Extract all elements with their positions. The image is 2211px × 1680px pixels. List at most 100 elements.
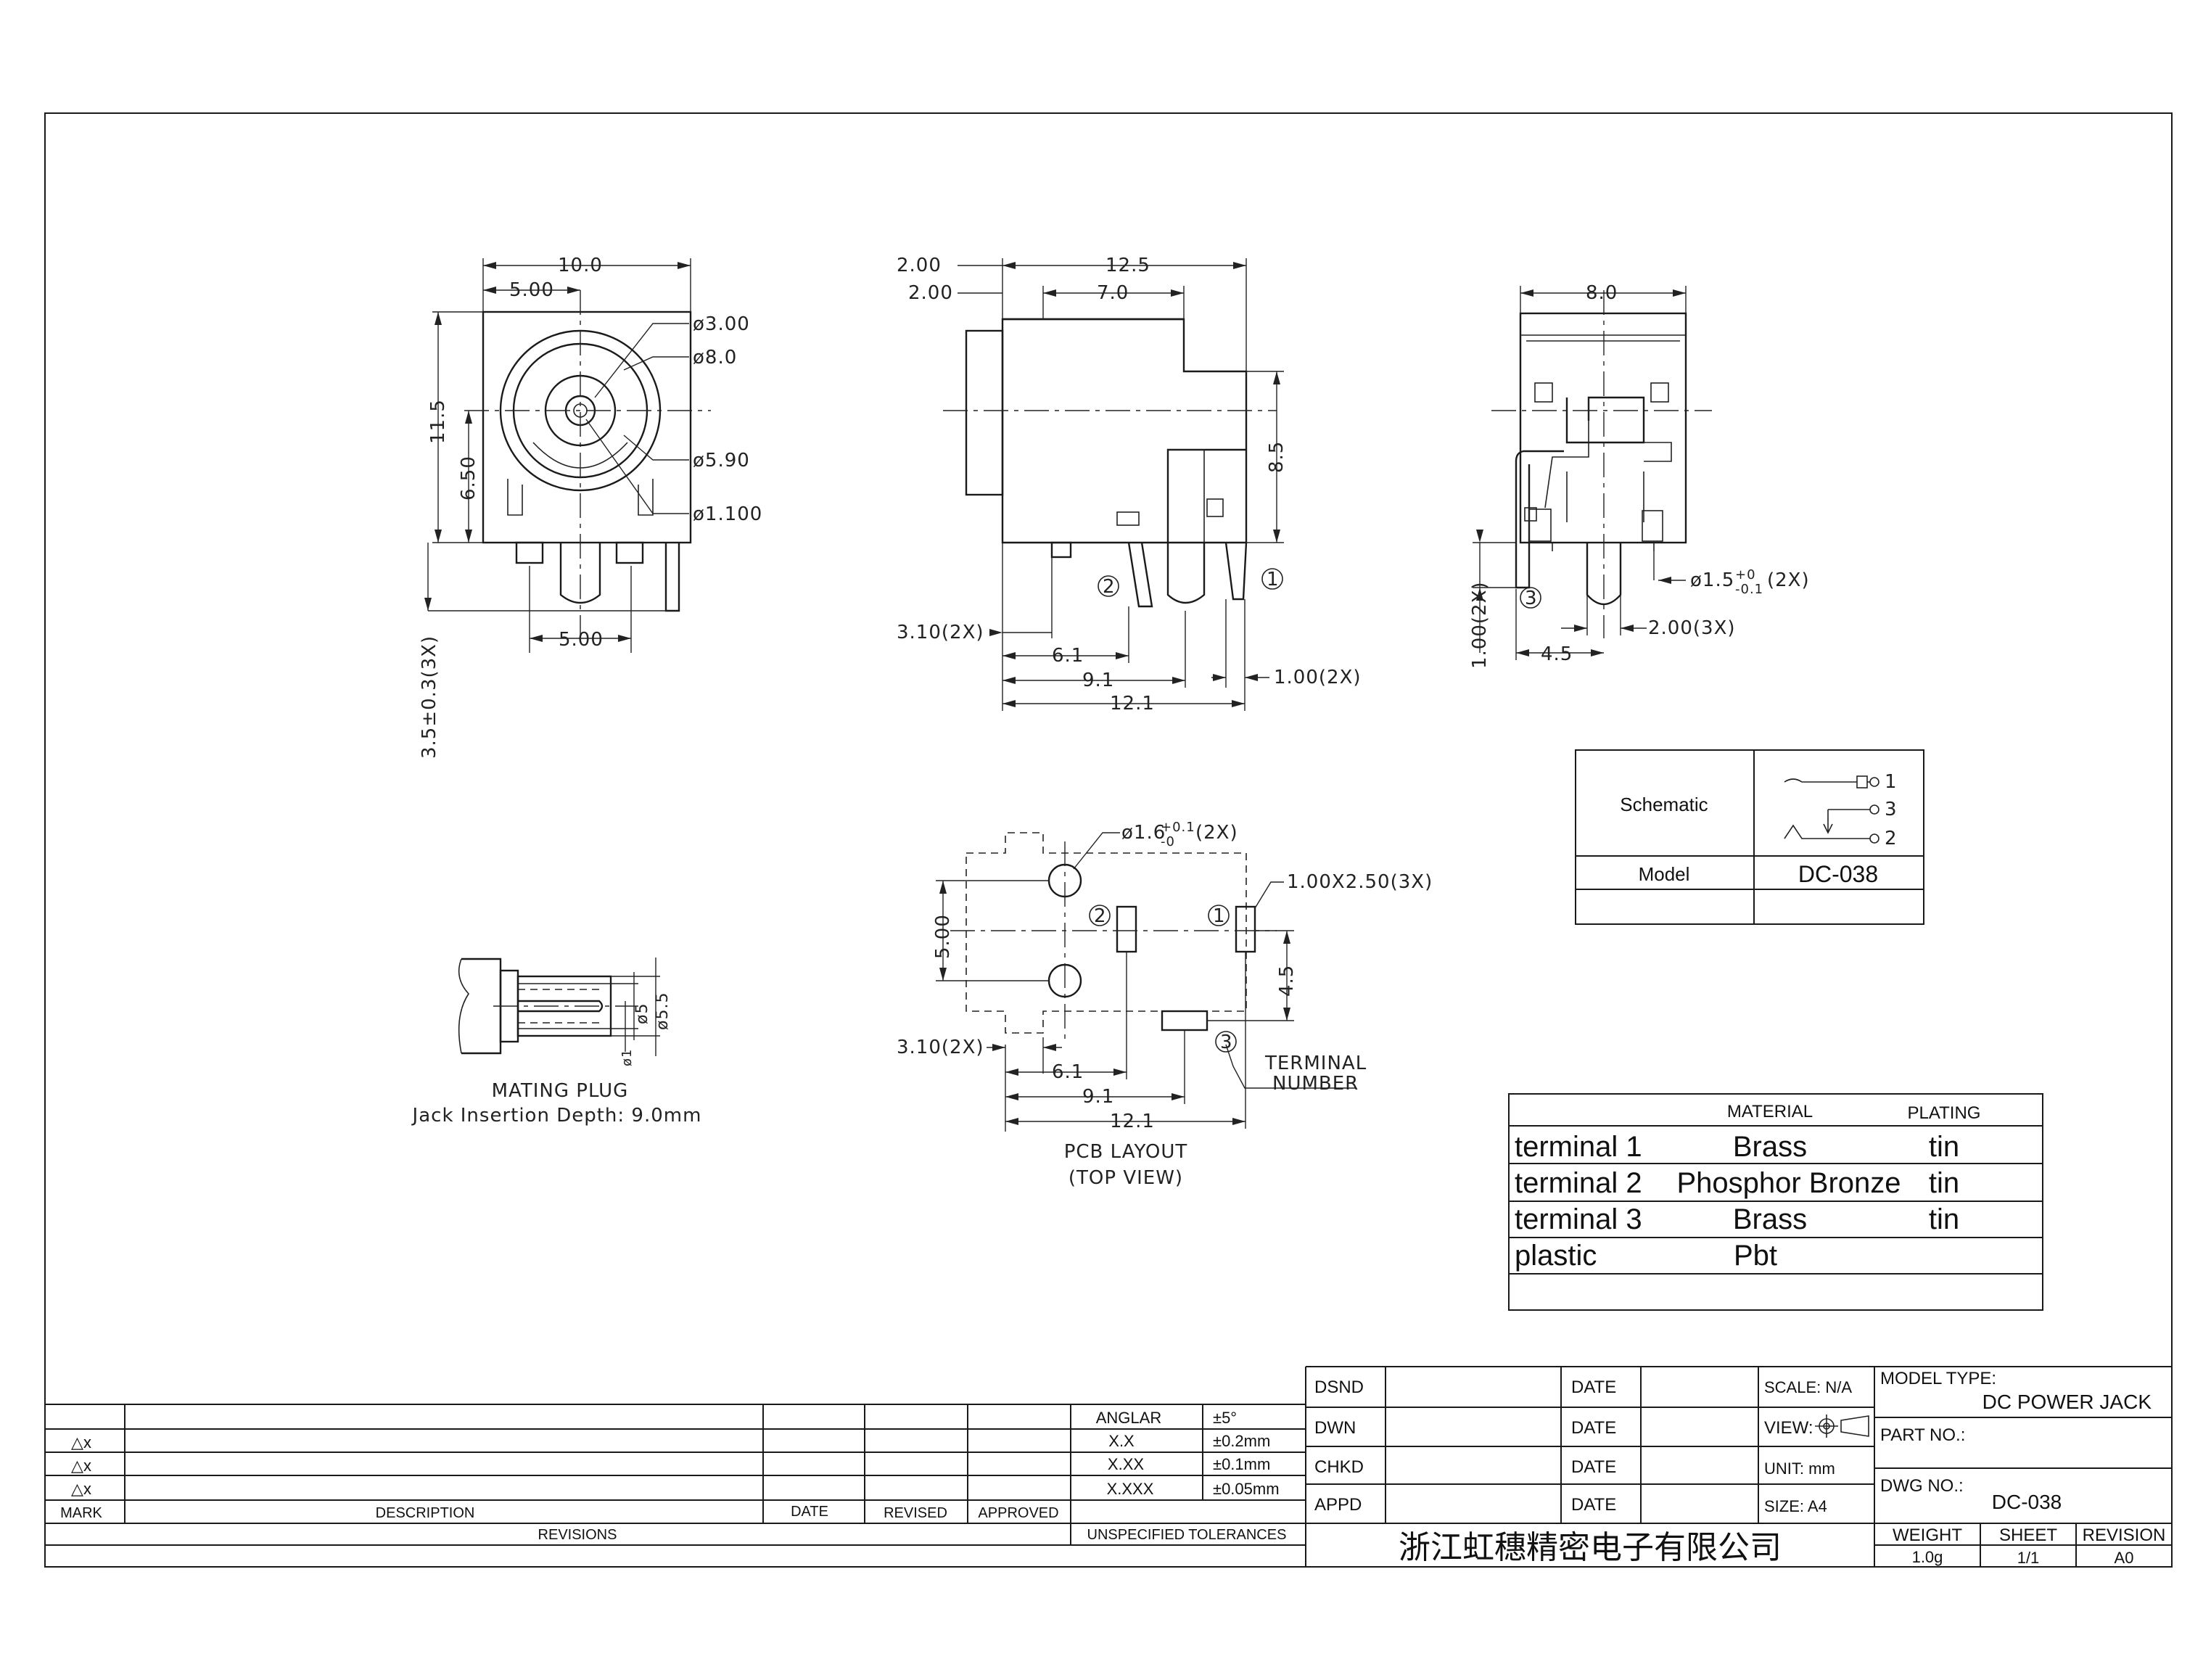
tolerance-label-x-xx: X.XX [1108,1455,1144,1473]
front-dim-height: 11.5 [427,399,449,444]
mating-plug-title: MATING PLUG [492,1080,629,1102]
tb-dsnd: DSND [1314,1378,1364,1397]
pcb-dim-slot: 1.00X2.50(3X) [1287,871,1433,893]
pcb-dim-hole: ø1.6 [1121,822,1166,844]
front-dim-pin-length: 3.5±0.3(3X) [419,635,440,759]
schematic-table [1575,749,1924,925]
back-dim-4-5: 4.5 [1541,643,1573,665]
side-view [943,258,1284,711]
back-dim-hole: ø1.5 [1690,569,1734,591]
pcb-pin1-label: 1 [1213,905,1226,927]
back-dim-hole-tol-dn: -0.1 [1735,582,1763,597]
front-dia-outer: ø8.0 [693,347,737,368]
tb-company: 浙江虹穗精密电子有限公司 [1399,1529,1782,1566]
back-view [1473,286,1712,660]
model-value: DC-038 [1798,861,1878,887]
back-pin3-label: 3 [1525,588,1538,609]
tb-size: SIZE: A4 [1764,1497,1827,1515]
side-dim-pin-width: 3.10(2X) [897,622,984,643]
tb-revision-value: A0 [2115,1549,2134,1567]
pcb-terminal-label-1: TERMINAL [1264,1053,1367,1074]
pcb-dim-6-1: 6.1 [1052,1061,1084,1083]
pcb-pin2-label: 2 [1094,905,1107,927]
schematic-pin-2: 2 [1885,828,1898,849]
tb-unit: UNIT: mm [1764,1459,1835,1478]
revision-mark-2: △x [71,1457,91,1475]
pcb-dim-9-1: 9.1 [1082,1086,1114,1108]
tb-sheet-value: 1/1 [2017,1549,2040,1567]
tb-sheet-label: SHEET [1999,1525,2057,1545]
tb-revision-label: REVISION [2083,1525,2166,1545]
tb-weight-value: 1.0g [1912,1548,1943,1566]
pcb-terminal-label-2: NUMBER [1272,1073,1359,1095]
material-col-header: MATERIAL [1727,1102,1813,1121]
tolerance-label-x-x: X.X [1108,1432,1135,1450]
revisions-col-date: DATE [791,1504,828,1520]
material-row-1-part: terminal 1 [1515,1131,1642,1163]
material-row-4-part: plastic [1515,1240,1597,1272]
side-dim-length: 12.5 [1106,255,1150,276]
pcb-dim-5: 5.00 [932,914,954,959]
pcb-dim-12-1: 12.1 [1110,1111,1155,1132]
revisions-col-revised: REVISED [884,1505,947,1521]
front-dim-center-height: 6.50 [458,456,479,501]
sheet-border [44,112,2173,1568]
side-dim-2a: 2.00 [897,255,942,276]
front-dia-center-pin: ø3.00 [693,313,750,335]
side-dim-2b: 2.00 [908,282,953,304]
material-row-1-material: Brass [1733,1131,1807,1163]
title-block-grid [1305,1366,2172,1567]
tb-date-1: DATE [1571,1378,1616,1397]
front-dim-width: 10.0 [558,255,603,276]
pcb-layout-drawing [936,832,1355,1132]
schematic-pin-3: 3 [1885,799,1898,820]
back-dim-pin3: 2.00(3X) [1648,617,1736,639]
front-dim-half-width: 5.00 [509,279,554,301]
front-view [424,258,711,653]
material-row-2-plating: tin [1929,1167,1959,1199]
back-dim-pin-len: 1.00(2X) [1469,581,1491,669]
tb-chkd: CHKD [1314,1457,1364,1477]
revisions-col-approved: APPROVED [978,1505,1058,1521]
side-dim-pin-thk: 1.00(2X) [1274,667,1362,688]
tb-date-2: DATE [1571,1418,1616,1438]
pcb-dim-hole-tol-dn: -0 [1161,834,1175,849]
material-row-2-part: terminal 2 [1515,1167,1642,1199]
tb-date-3: DATE [1571,1457,1616,1477]
revisions-col-description: DESCRIPTION [376,1505,475,1521]
revision-mark-1: △x [71,1433,91,1452]
tb-view: VIEW: [1764,1418,1813,1438]
revision-mark-3: △x [71,1480,91,1498]
pcb-title-2: (TOP VIEW) [1069,1167,1183,1189]
pcb-dim-3-10: 3.10(2X) [897,1037,984,1058]
tb-part-no-label: PART NO.: [1880,1425,1965,1445]
pcb-pin3-label: 3 [1220,1032,1233,1053]
model-label: Model [1639,863,1690,885]
material-row-3-plating: tin [1929,1203,1959,1235]
plating-col-header: PLATING [1908,1103,1981,1123]
tb-dwg-no-value: DC-038 [1992,1491,2062,1513]
tb-weight-label: WEIGHT [1893,1525,1962,1545]
tolerance-value-x-xx: ±0.1mm [1213,1455,1270,1473]
material-table [1508,1093,2043,1311]
tb-model-type-label: MODEL TYPE: [1880,1369,1996,1388]
tb-dwn: DWN [1314,1418,1356,1438]
tolerance-label-x-xxx: X.XXX [1107,1480,1154,1498]
revisions-grid [45,1404,1306,1546]
side-dim-9-1: 9.1 [1082,670,1114,691]
material-row-4-material: Pbt [1734,1240,1777,1272]
pcb-dim-4-5: 4.5 [1276,965,1298,997]
side-dim-7: 7.0 [1097,282,1129,304]
tb-date-4: DATE [1571,1495,1616,1515]
back-dim-hole-tol-up: +0 [1735,567,1756,582]
mating-plug-subtitle: Jack Insertion Depth: 9.0mm [411,1105,702,1127]
plug-dim-1: ø1 [619,1049,635,1066]
back-dim-width: 8.0 [1586,282,1618,304]
tolerance-value-x-xxx: ±0.05mm [1213,1480,1280,1498]
front-dia-pin-hole: ø1.100 [693,503,762,525]
tolerance-label-angle: ANGLAR [1096,1409,1161,1427]
tolerance-value-angle: ±5° [1213,1409,1237,1427]
material-row-1-plating: tin [1929,1131,1959,1163]
material-row-3-material: Brass [1733,1203,1807,1235]
